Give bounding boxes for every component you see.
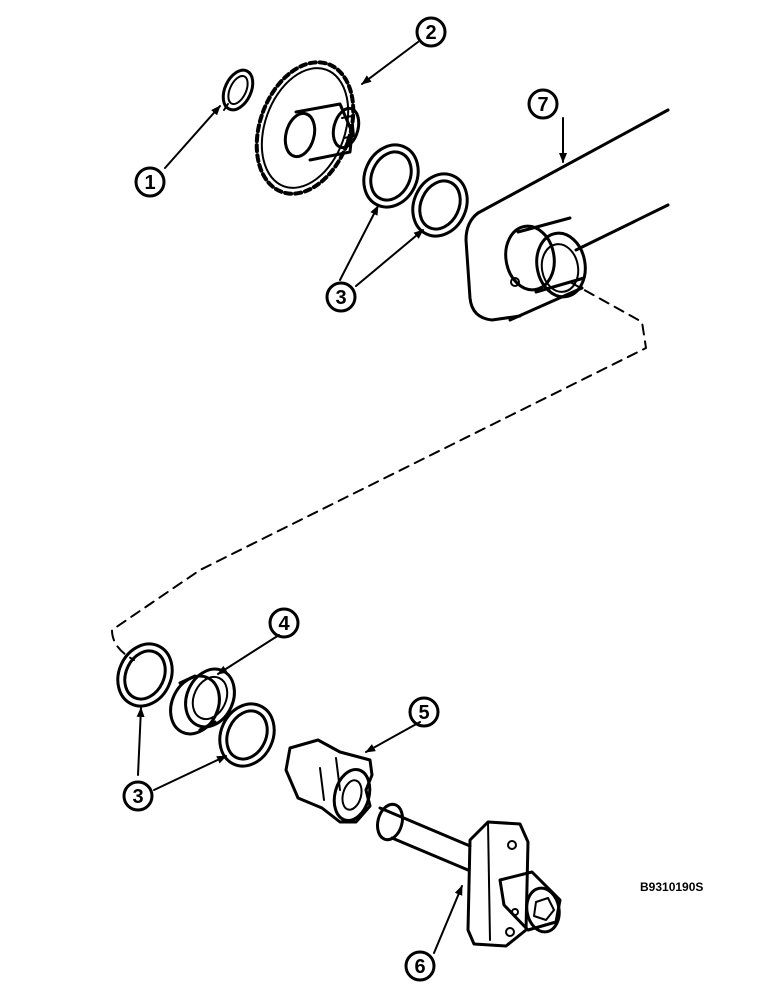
- callout-circle-3-top: [325, 281, 357, 313]
- figure-code: B9310190S: [640, 880, 703, 894]
- callout-circle-1: [134, 166, 166, 198]
- spline-coupler-part: [284, 738, 374, 824]
- callout-circle-4: [268, 607, 300, 639]
- assembly-path-line: [111, 281, 647, 661]
- callout-circle-7: [527, 88, 559, 120]
- bushing-part: [169, 667, 236, 736]
- callout-label-3-bottom: 3: [132, 786, 143, 808]
- shaft-part: [376, 802, 562, 948]
- shim-pair-top: [362, 143, 469, 238]
- callout-circle-3-bottom: [122, 780, 154, 812]
- callout-label-6: 6: [414, 956, 425, 978]
- callout-label-3-top: 3: [335, 287, 346, 309]
- arm-part: [464, 108, 670, 322]
- callout-label-7: 7: [537, 94, 548, 116]
- shim-pair-bottom: [116, 642, 276, 768]
- callout-circle-5: [408, 696, 440, 728]
- callout-circles: [122, 16, 559, 982]
- sprocket-part: [254, 60, 361, 196]
- callout-label-1: 1: [144, 172, 155, 194]
- callout-label-5: 5: [418, 702, 429, 724]
- callout-label-2: 2: [425, 22, 436, 44]
- callout-circle-6: [404, 950, 436, 982]
- snap-ring-part: [221, 68, 255, 112]
- callout-circle-2: [415, 16, 447, 48]
- leader-lines: [136, 41, 567, 954]
- callout-label-4: 4: [278, 613, 290, 635]
